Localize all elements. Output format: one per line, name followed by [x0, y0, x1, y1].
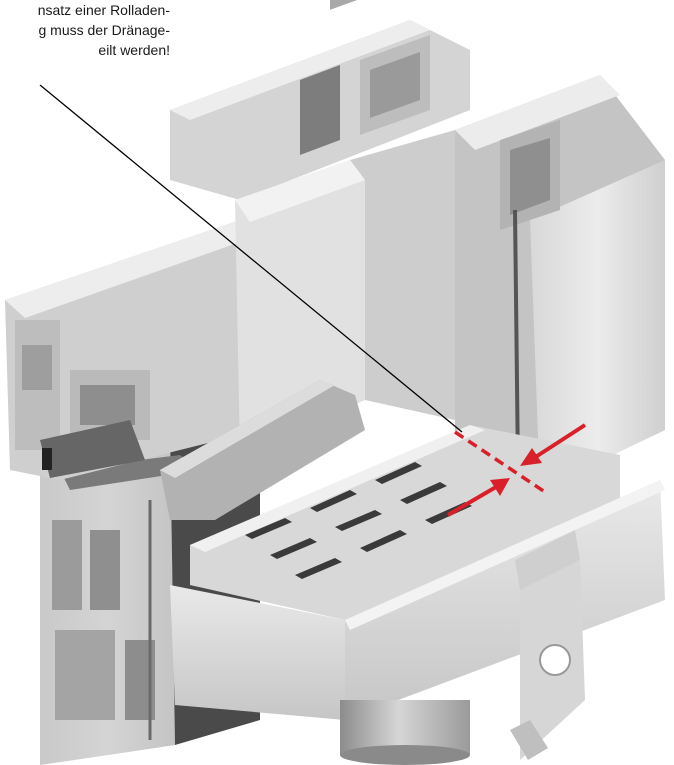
- frame-profile-top: [170, 0, 470, 200]
- red-dashed-cut-line: [454, 430, 546, 494]
- drain-spout: [340, 700, 470, 765]
- weather-bar: [160, 380, 365, 520]
- leader-line: [39, 84, 463, 433]
- annotation-text: nsatz einer Rolladen- g muss der Dränage…: [37, 2, 170, 58]
- cut-marker: [446, 423, 587, 517]
- red-arrow-right: [520, 423, 587, 466]
- red-arrow-left: [446, 478, 510, 517]
- sash-vertical-profile: [235, 130, 455, 455]
- drainage-rail: [170, 425, 665, 720]
- sash-profile-left: [5, 220, 300, 480]
- mounting-bracket: [510, 530, 585, 760]
- glazing-unit: [455, 75, 665, 490]
